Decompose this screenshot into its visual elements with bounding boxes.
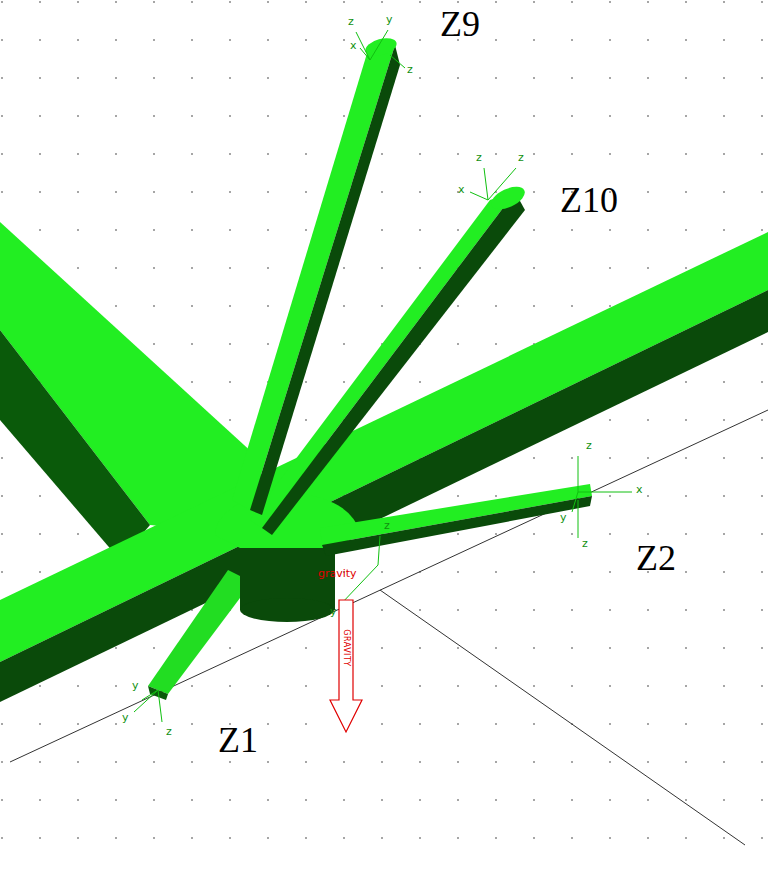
marker-label: Z2	[636, 540, 676, 576]
rod	[320, 484, 592, 545]
beam-top	[0, 232, 768, 662]
axis-letter: z	[518, 152, 524, 163]
axis-letter: x	[458, 184, 465, 195]
axis-letter: x	[636, 484, 643, 495]
axis-letter: y	[386, 14, 393, 25]
axis-letter: z	[166, 726, 172, 737]
marker-label: Z10	[560, 182, 618, 218]
marker-triads	[134, 30, 632, 722]
rod-end	[488, 182, 528, 214]
beam-top	[0, 222, 255, 535]
axis-letter: y	[132, 680, 139, 691]
gravity-arrow-text: GRAVITY	[342, 629, 350, 667]
rod-side	[322, 496, 592, 556]
plane-line	[380, 590, 745, 845]
marker-label: Z1	[218, 722, 258, 758]
hub-bottom	[240, 598, 334, 622]
axis-letter: y	[122, 712, 129, 723]
rod	[148, 570, 252, 694]
rod-end	[363, 35, 398, 59]
axis-letter: z	[384, 520, 390, 531]
axis-letter: y	[560, 512, 567, 523]
rod	[232, 45, 395, 510]
gravity-label: gravity	[318, 568, 357, 579]
rod-side	[250, 45, 400, 515]
axis-letter: z	[407, 64, 413, 75]
beam-side	[0, 330, 150, 560]
axis-letter: z	[476, 152, 482, 163]
gravity-arrow	[330, 600, 362, 732]
axis-letter: y	[330, 606, 337, 617]
axis-letter: x	[350, 40, 357, 51]
axis-letter: z	[582, 538, 588, 549]
marker-label: Z9	[440, 6, 480, 42]
axis-letter: z	[348, 16, 354, 27]
axis-letter: z	[586, 440, 592, 451]
